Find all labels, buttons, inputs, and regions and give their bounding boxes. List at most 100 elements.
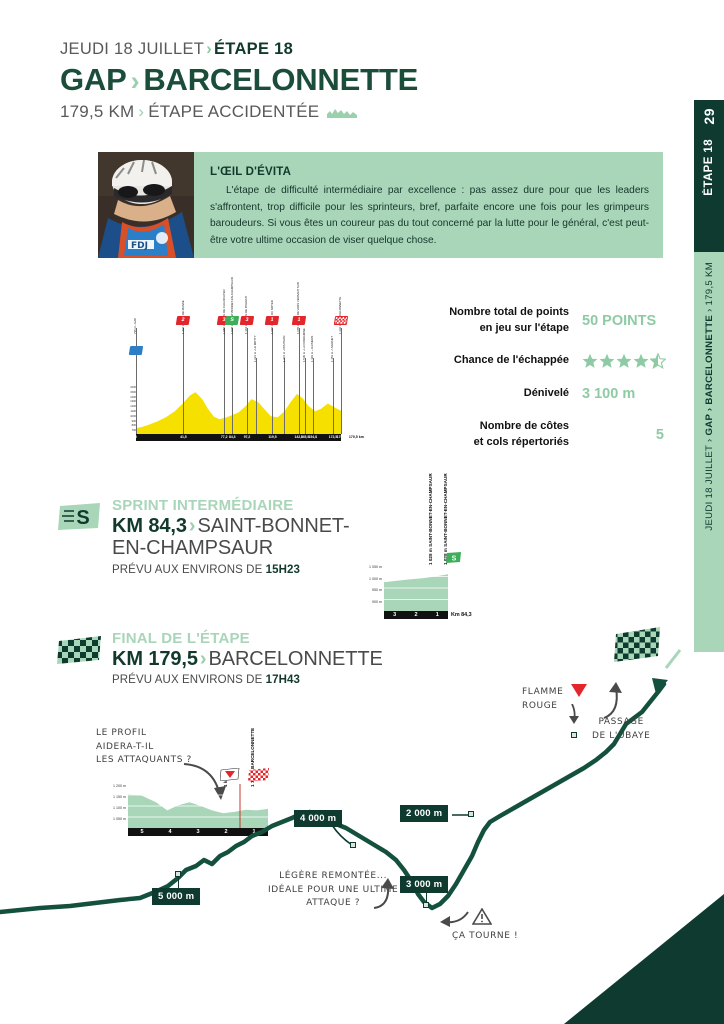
x-tick: 5 [140, 829, 144, 835]
profile-flag-blue-icon [128, 346, 144, 355]
star-icon [633, 354, 649, 369]
sidebar-route-pre: JEUDI 18 JUILLET › [703, 435, 715, 531]
y-tick: 1600 [130, 386, 136, 389]
profile-point-label: 1 028 m › SAINT-BONNET-EN-CHAMPSAUR [229, 277, 234, 334]
header-start-city: GAP [60, 62, 127, 97]
arrow-ca-tourne-icon [440, 911, 469, 927]
profile-point-label: 1 341 m › POUTRAN [281, 335, 286, 362]
sprint-kicker: SPRINT INTERMÉDIAIRE [112, 497, 294, 514]
flag-category: 2 [181, 317, 186, 324]
y-tick: 950 m [372, 588, 382, 592]
profile-flag-red-icon: 3 [239, 316, 255, 325]
profile-flag-red-icon: 1 [265, 316, 280, 325]
warning-icon [472, 908, 492, 925]
profile-point-label: 1 539 m › LA CONDAMINE [302, 328, 307, 362]
flag-category: S [230, 317, 235, 324]
flag-category: 3 [245, 317, 249, 324]
stage-profile-sublabels [136, 442, 341, 452]
page-number: 29 [701, 108, 717, 125]
sprint-profile-km-label: Km 84,3 [451, 612, 472, 618]
stat-label: Dénivelé [523, 387, 569, 400]
svg-text:S: S [76, 507, 89, 529]
distance-label-2000: 2 000 m [400, 805, 449, 822]
sprint-time-line: PRÉVU AUX ENVIRONS DE 15H23 [112, 564, 350, 576]
flag-category: 1 [270, 317, 275, 324]
arrow-to-profile-icon [183, 763, 226, 800]
evita-photo: FDJ [98, 152, 194, 258]
header-stage-label: ÉTAPE 18 [213, 40, 294, 58]
evita-title: L'ŒIL D'ÉVITA [210, 166, 292, 178]
header-date: JEUDI 18 JUILLET [60, 40, 205, 58]
final-section-body: FINAL DE L'ÉTAPE KM 179,5›BARCELONNETTE … [112, 630, 383, 686]
stage-profile-plot [136, 386, 341, 434]
y-tick: 1 050 m [113, 817, 126, 821]
x-tick: 1 [252, 829, 256, 835]
sprint-flag-icon: S [446, 550, 462, 568]
x-tick: 4 [168, 829, 172, 835]
star-icon [599, 354, 615, 369]
profile-marker-line [272, 328, 274, 434]
pill-stem [426, 890, 428, 904]
sprint-place: SAINT-BONNET-EN-CHAMPSAUR [112, 515, 350, 560]
pill-node [175, 871, 181, 877]
sprint-summit-label: 1 028 m SAINT-BONNET-EN-CHAMPSAUR [428, 473, 433, 565]
x-tick: 2 [414, 612, 418, 618]
evita-text-box: L'ŒIL D'ÉVITA L'étape de difficulté inte… [194, 152, 663, 258]
y-tick: 1 050 m [369, 565, 382, 569]
x-tick: 77,2 [220, 435, 228, 439]
sprint-time: 15H23 [265, 563, 301, 576]
x-tick: 172,5 [328, 435, 338, 439]
evita-callout: FDJ L'ŒIL D'ÉVITA L'étape de difficulté … [98, 152, 663, 258]
arrow-flamme-icon [569, 704, 579, 724]
final-time-line: PRÉVU AUX ENVIRONS DE 17H43 [112, 674, 383, 686]
chevron-icon: › [206, 40, 212, 58]
pill-node [468, 811, 474, 817]
profile-point-label: 1 221 m › LE MOTTY [253, 335, 258, 362]
profile-marker-line [312, 358, 314, 434]
sprint-time-prefix: PRÉVU AUX ENVIRONS DE [112, 563, 266, 576]
y-tick: 1100 [130, 409, 136, 413]
final-time-prefix: PRÉVU AUX ENVIRONS DE [112, 674, 266, 687]
stat-row: Dénivelé 3 100 m [430, 386, 668, 402]
distance-label-3000: 3 000 m [400, 876, 449, 893]
y-tick: 1500 [130, 390, 136, 394]
stat-row: Chance de l'échappée [430, 353, 668, 370]
distance-label-4000: 4 000 m [294, 810, 343, 827]
evita-body-text: L'étape de difficulté intermédiaire par … [210, 185, 649, 246]
y-tick: 1300 [130, 400, 136, 404]
page-header: JEUDI 18 JUILLET›ÉTAPE 18 GAP›BARCELONNE… [60, 40, 660, 122]
profile-point-label: 1 193 m › JAUSIERS [310, 335, 315, 362]
stat-star-rating [582, 353, 668, 370]
final-kicker: FINAL DE L'ÉTAPE [112, 630, 250, 647]
final-time: 17H43 [265, 674, 301, 687]
sidebar-route-post: › 179,5 KM [703, 262, 715, 315]
svg-text:FDJ: FDJ [131, 241, 148, 251]
star-icon [616, 354, 632, 369]
profile-marker-line [284, 358, 286, 434]
profile-point-label: 735 m › GAP [133, 317, 138, 334]
x-tick: 154,8 [308, 435, 318, 439]
y-tick: 900 m [372, 599, 382, 604]
final-title: KM 179,5›BARCELONNETTE [112, 648, 383, 670]
stage-profile-total-distance: 179,5 km [348, 434, 364, 439]
x-tick: 145,5 [300, 435, 310, 439]
flamme-rouge-flag-icon [219, 767, 240, 786]
star-icon [582, 354, 598, 369]
stat-value: 3 100 m [582, 386, 636, 403]
chevron-icon: › [138, 102, 145, 121]
profile-marker-line [247, 328, 248, 434]
y-tick: 1 000 m [369, 576, 382, 581]
sidebar-stage-label: ÉTAPE 18 [703, 138, 715, 196]
y-tick: 1000 [130, 414, 136, 418]
x-tick: 3 [196, 829, 200, 835]
flamme-rouge-triangle-icon [571, 684, 587, 697]
final-profile-plot [128, 784, 268, 828]
